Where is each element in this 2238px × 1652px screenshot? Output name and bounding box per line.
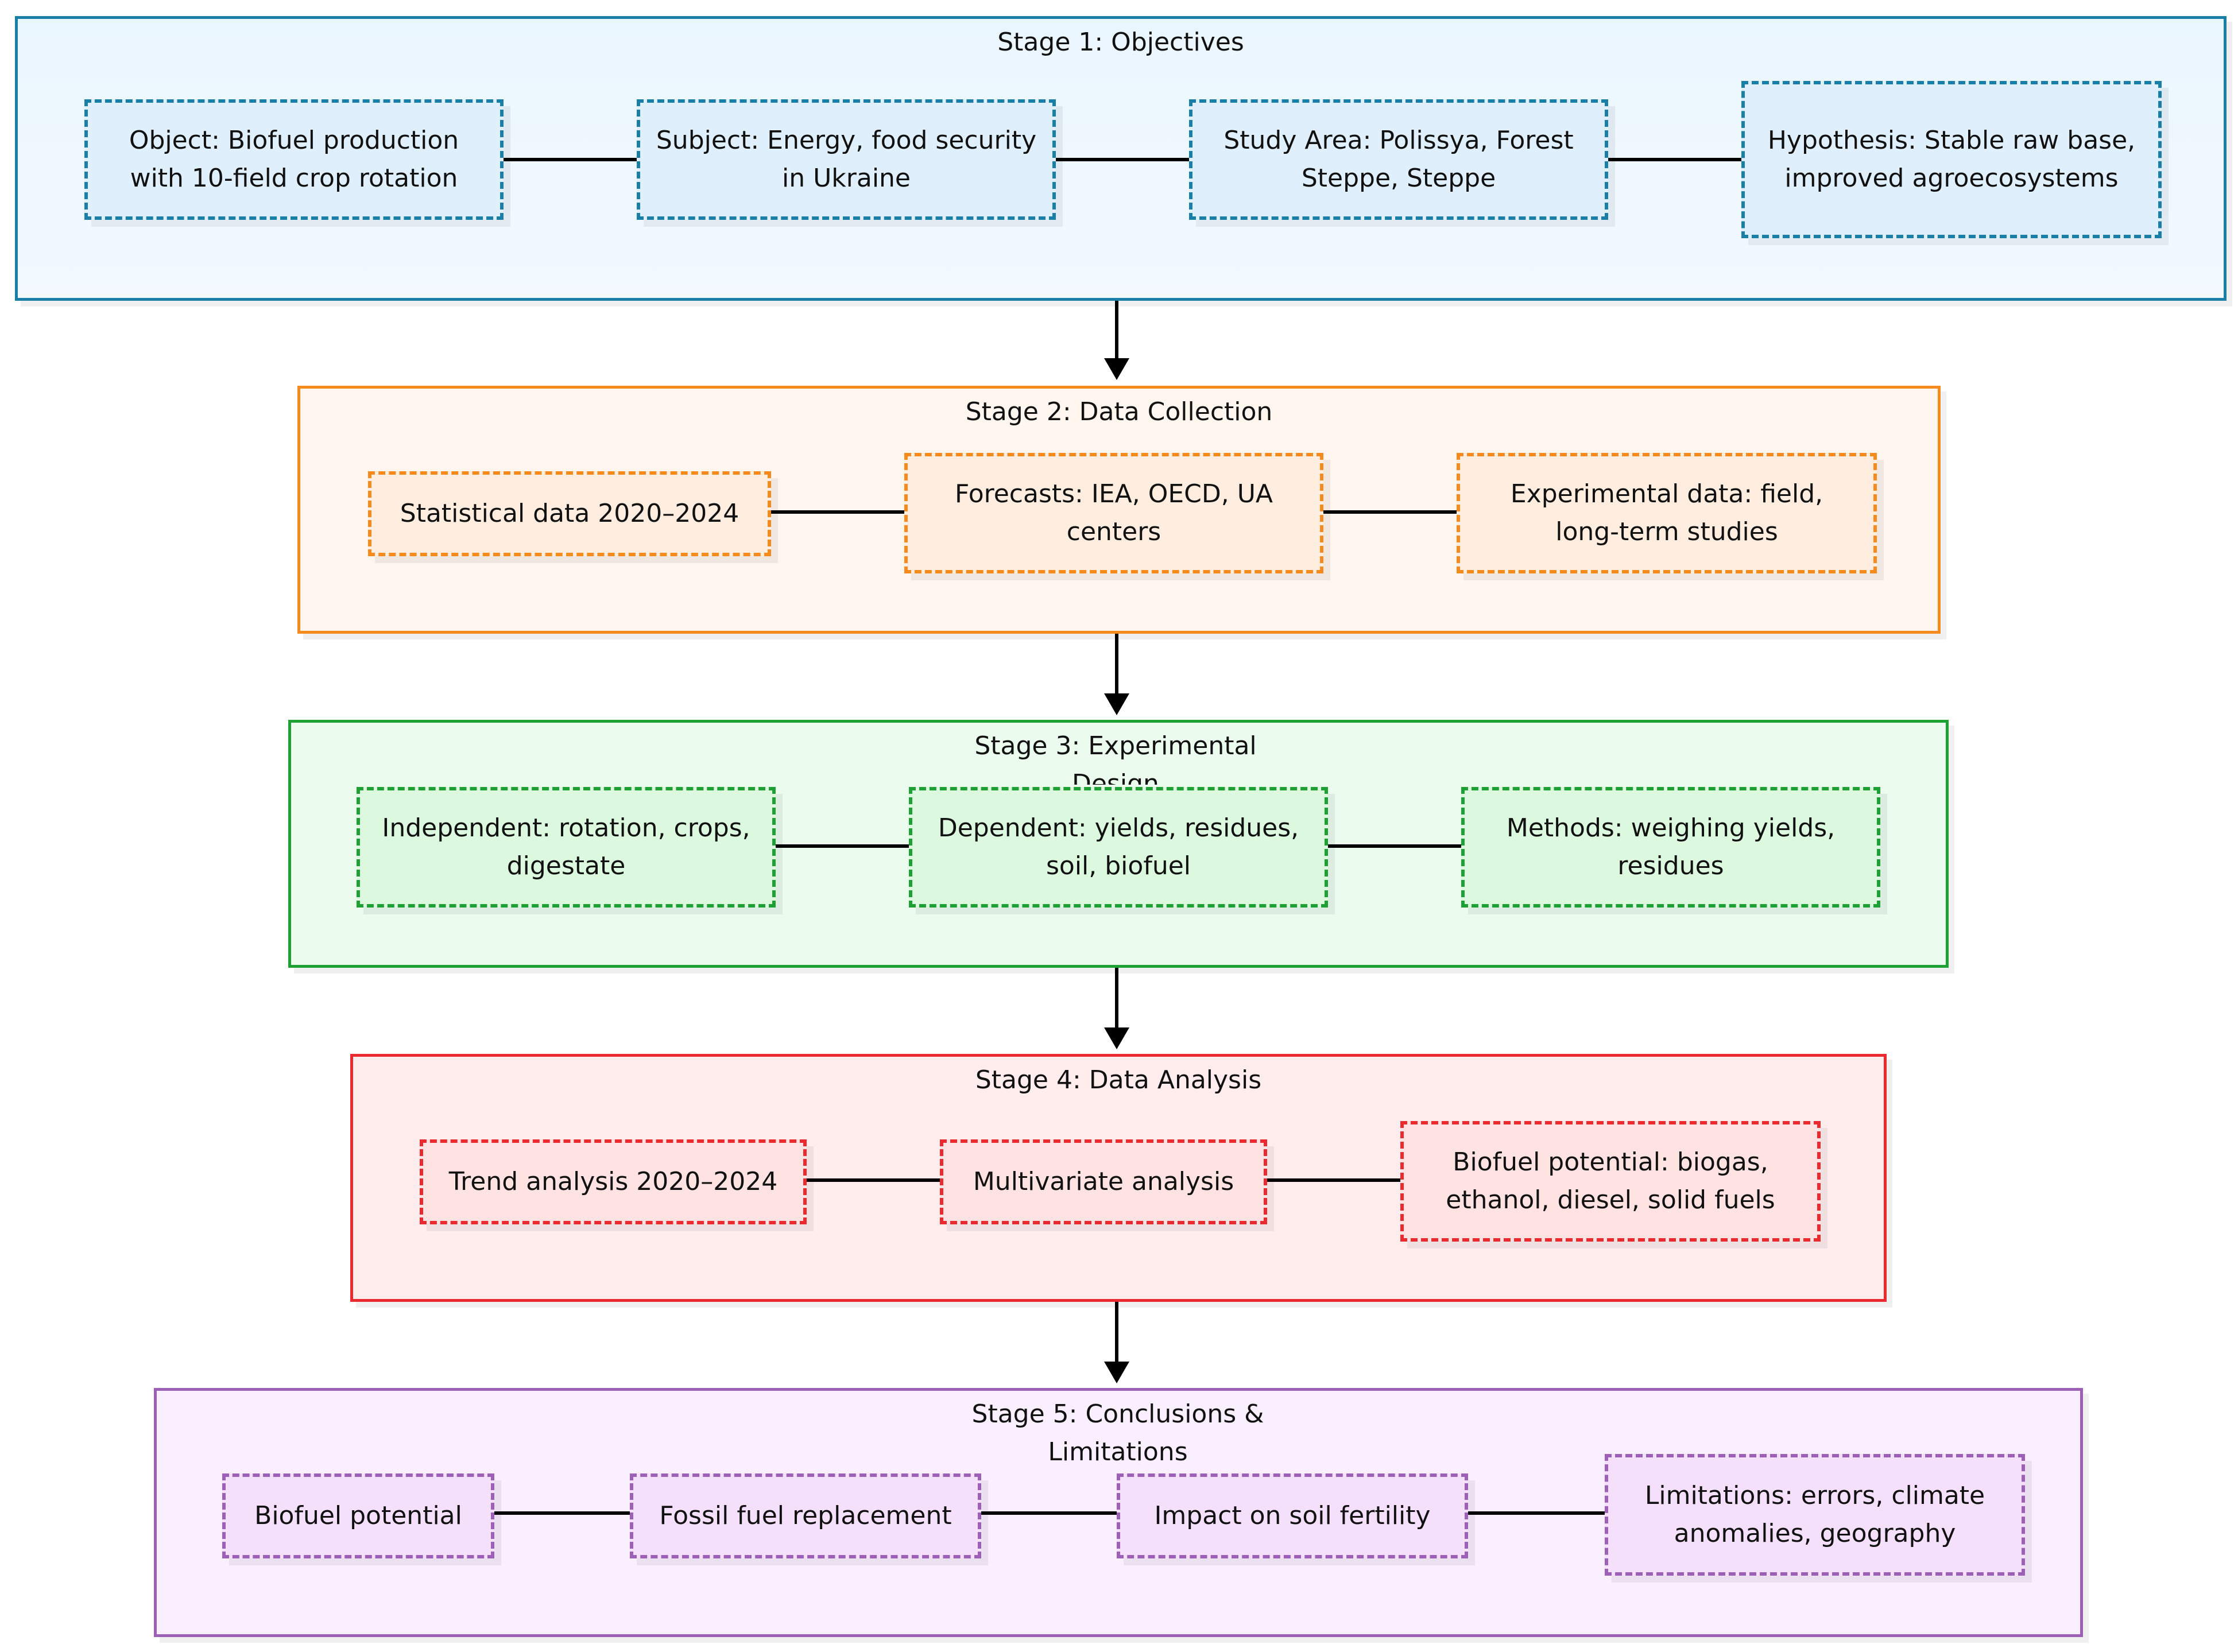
arrow-down-icon	[1104, 693, 1129, 715]
connector	[1056, 158, 1206, 161]
design-dependent-box: Dependent: yields, residues, soil, biofu…	[909, 787, 1328, 908]
analysis-trend-box: Trend analysis 2020–2024	[420, 1139, 807, 1224]
connector	[807, 1178, 940, 1182]
arrow-down-icon	[1104, 1027, 1129, 1049]
connector	[1323, 510, 1474, 514]
flow-connector-1-2	[1115, 301, 1118, 358]
design-methods-box: Methods: weighing yields, residues	[1461, 787, 1880, 908]
connector	[1468, 1511, 1605, 1515]
flow-connector-3-4	[1115, 968, 1118, 1027]
connector	[494, 1511, 630, 1515]
flow-connector-4-5	[1115, 1302, 1118, 1362]
connector	[776, 844, 926, 848]
data-statistical-box: Statistical data 2020–2024	[368, 471, 771, 556]
conclusion-fossil-fuel-replacement-box: Fossil fuel replacement	[630, 1473, 981, 1558]
flow-connector-2-3	[1115, 634, 1118, 693]
analysis-multivariate-box: Multivariate analysis	[940, 1139, 1267, 1224]
data-experimental-box: Experimental data: field, long-term stud…	[1457, 453, 1877, 573]
conclusion-biofuel-potential-box: Biofuel potential	[222, 1473, 494, 1558]
objective-subject-box: Subject: Energy, food security in Ukrain…	[637, 99, 1056, 220]
stage-title: Stage 2: Data Collection	[965, 397, 1273, 426]
connector	[771, 510, 921, 514]
conclusion-limitations-box: Limitations: errors, climate anomalies, …	[1605, 1454, 2025, 1576]
stage-title: Stage 4: Data Analysis	[975, 1065, 1262, 1095]
stage-3-experimental-design: Stage 3: Experimental Design Independent…	[288, 720, 1949, 968]
arrow-down-icon	[1104, 358, 1129, 380]
connector	[981, 1511, 1117, 1515]
stage-1-objectives: Stage 1: Objectives Object: Biofuel prod…	[15, 16, 2227, 301]
stage-title: Stage 5: Conclusions & Limitations	[971, 1399, 1264, 1467]
connector	[1328, 844, 1478, 848]
connector	[504, 158, 654, 161]
objective-study-area-box: Study Area: Polissya, Forest Steppe, Ste…	[1189, 99, 1608, 220]
stage-title: Stage 1: Objectives	[997, 28, 1244, 57]
data-forecasts-box: Forecasts: IEA, OECD, UA centers	[904, 453, 1323, 573]
connector	[1608, 158, 1759, 161]
objective-hypothesis-box: Hypothesis: Stable raw base, improved ag…	[1741, 81, 2162, 238]
stage-5-conclusions-limitations: Stage 5: Conclusions & Limitations Biofu…	[154, 1388, 2083, 1637]
arrow-down-icon	[1104, 1362, 1129, 1383]
stage-4-data-analysis: Stage 4: Data Analysis Trend analysis 20…	[350, 1054, 1887, 1302]
connector	[1267, 1178, 1400, 1182]
analysis-biofuel-potential-box: Biofuel potential: biogas, ethanol, dies…	[1400, 1121, 1821, 1242]
stage-2-data-collection: Stage 2: Data Collection Statistical dat…	[297, 386, 1941, 634]
objective-object-box: Object: Biofuel production with 10-field…	[84, 99, 504, 220]
stage-title: Stage 3: Experimental Design	[974, 731, 1257, 785]
conclusion-soil-fertility-box: Impact on soil fertility	[1117, 1473, 1468, 1558]
design-independent-box: Independent: rotation, crops, digestate	[357, 787, 776, 908]
